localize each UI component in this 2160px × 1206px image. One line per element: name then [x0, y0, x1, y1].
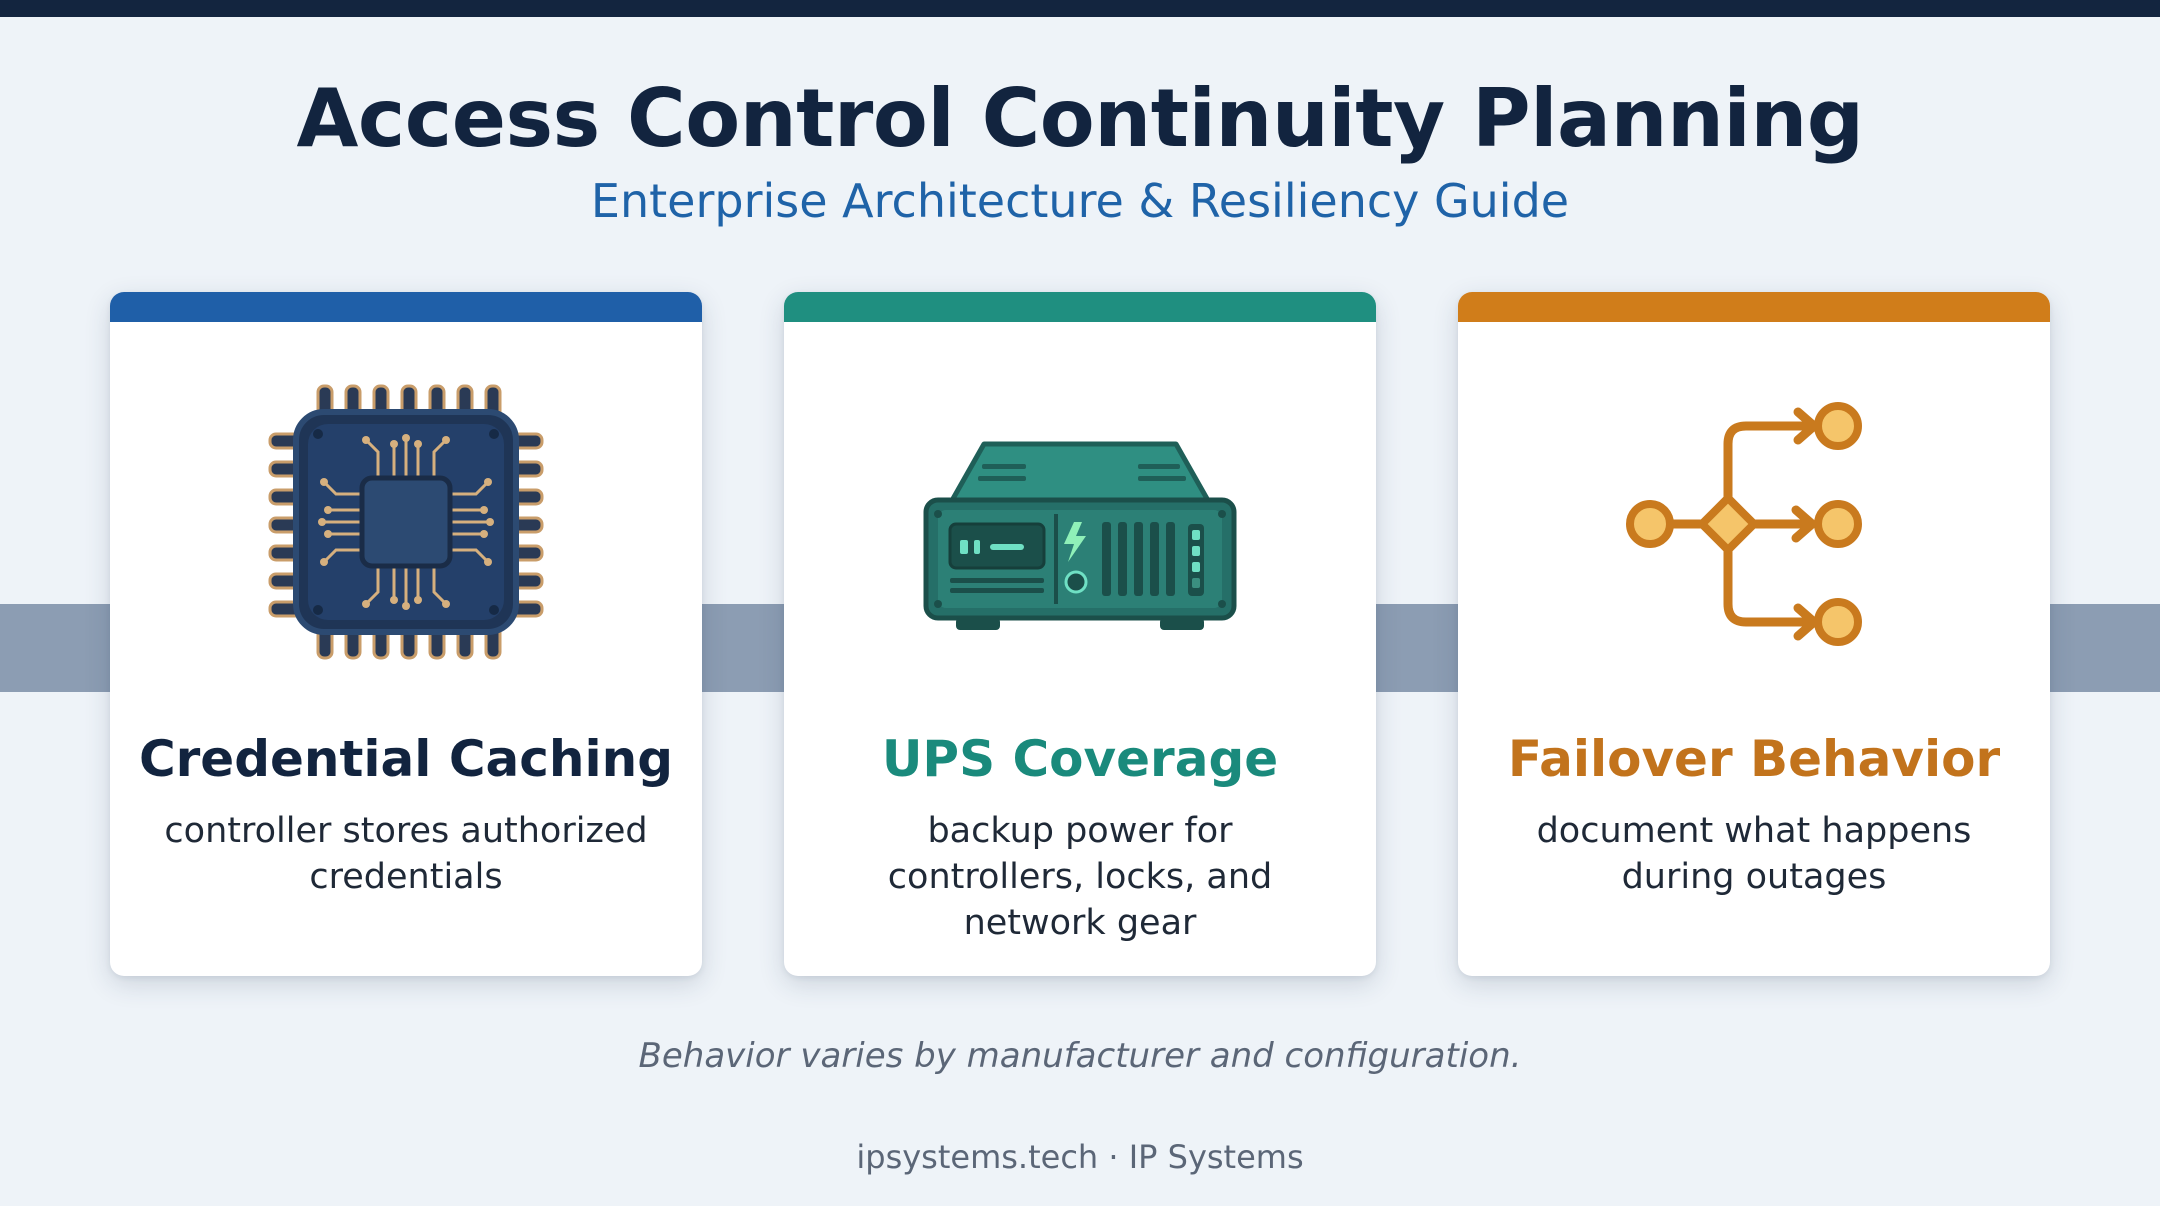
- card-title: UPS Coverage: [881, 730, 1279, 788]
- page-title: Access Control Continuity Planning: [296, 72, 1864, 165]
- card-accent-bar: [784, 292, 1376, 322]
- card-credential-caching: Credential Caching controller stores aut…: [110, 292, 702, 976]
- connector-left: [0, 604, 110, 692]
- card-accent-bar: [110, 292, 702, 322]
- page-subtitle: Enterprise Architecture & Resiliency Gui…: [590, 174, 1570, 228]
- connector-middle-right: [1376, 604, 1458, 692]
- card-title: Failover Behavior: [1507, 730, 2001, 788]
- card-ups-coverage: UPS Coverage backup power for controller…: [784, 292, 1376, 976]
- connector-right: [2050, 604, 2160, 692]
- footer-credit: ipsystems.tech · IP Systems: [856, 1138, 1304, 1176]
- card-description: backup power for controllers, locks, and…: [887, 811, 1273, 943]
- microchip-icon: [110, 372, 702, 672]
- failover-branch-icon: [1458, 372, 2050, 672]
- top-bar: [0, 0, 2160, 17]
- card-failover-behavior: Failover Behavior document what happens …: [1458, 292, 2050, 976]
- card-title: Credential Caching: [138, 730, 674, 788]
- connector-middle-left: [702, 604, 784, 692]
- card-description: controller stores authorized credentials: [164, 811, 648, 897]
- card-accent-bar: [1458, 292, 2050, 322]
- disclaimer-note: Behavior varies by manufacturer and conf…: [638, 1036, 1522, 1076]
- ups-unit-icon: [784, 372, 1376, 672]
- card-description: document what happens during outages: [1536, 811, 1972, 897]
